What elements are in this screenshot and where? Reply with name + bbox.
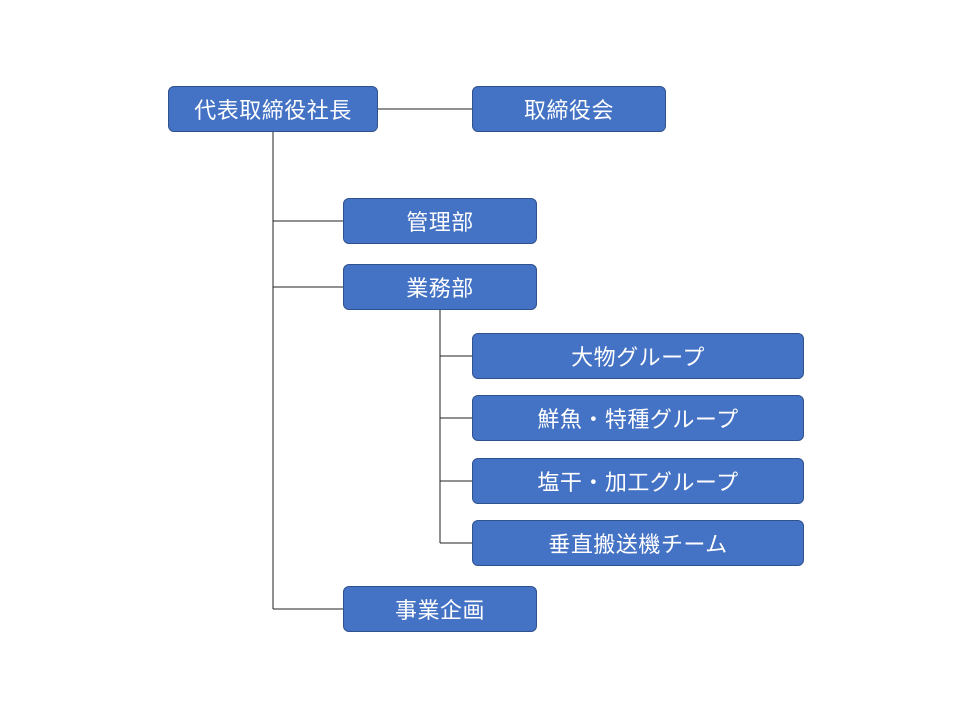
group-label: 垂直搬送機チーム <box>548 533 728 558</box>
business-dept-box: 業務部 <box>343 264 537 310</box>
admin-dept-box: 管理部 <box>343 198 537 244</box>
group-box: 垂直搬送機チーム <box>472 520 804 566</box>
ceo-box: 代表取締役社長 <box>168 86 378 132</box>
planning-box: 事業企画 <box>343 586 537 632</box>
planning-label: 事業企画 <box>394 599 485 624</box>
business-dept-label: 業務部 <box>406 277 474 302</box>
group-box: 塩干・加工グループ <box>472 458 804 504</box>
group-box: 鮮魚・特種グループ <box>472 395 804 441</box>
admin-dept-label: 管理部 <box>406 211 474 236</box>
group-label: 塩干・加工グループ <box>537 471 739 496</box>
board-label: 取締役会 <box>523 99 614 124</box>
ceo-label: 代表取締役社長 <box>194 99 352 124</box>
board-box: 取締役会 <box>472 86 666 132</box>
group-label: 鮮魚・特種グループ <box>537 408 739 433</box>
group-label: 大物グループ <box>571 346 705 371</box>
group-box: 大物グループ <box>472 333 804 379</box>
